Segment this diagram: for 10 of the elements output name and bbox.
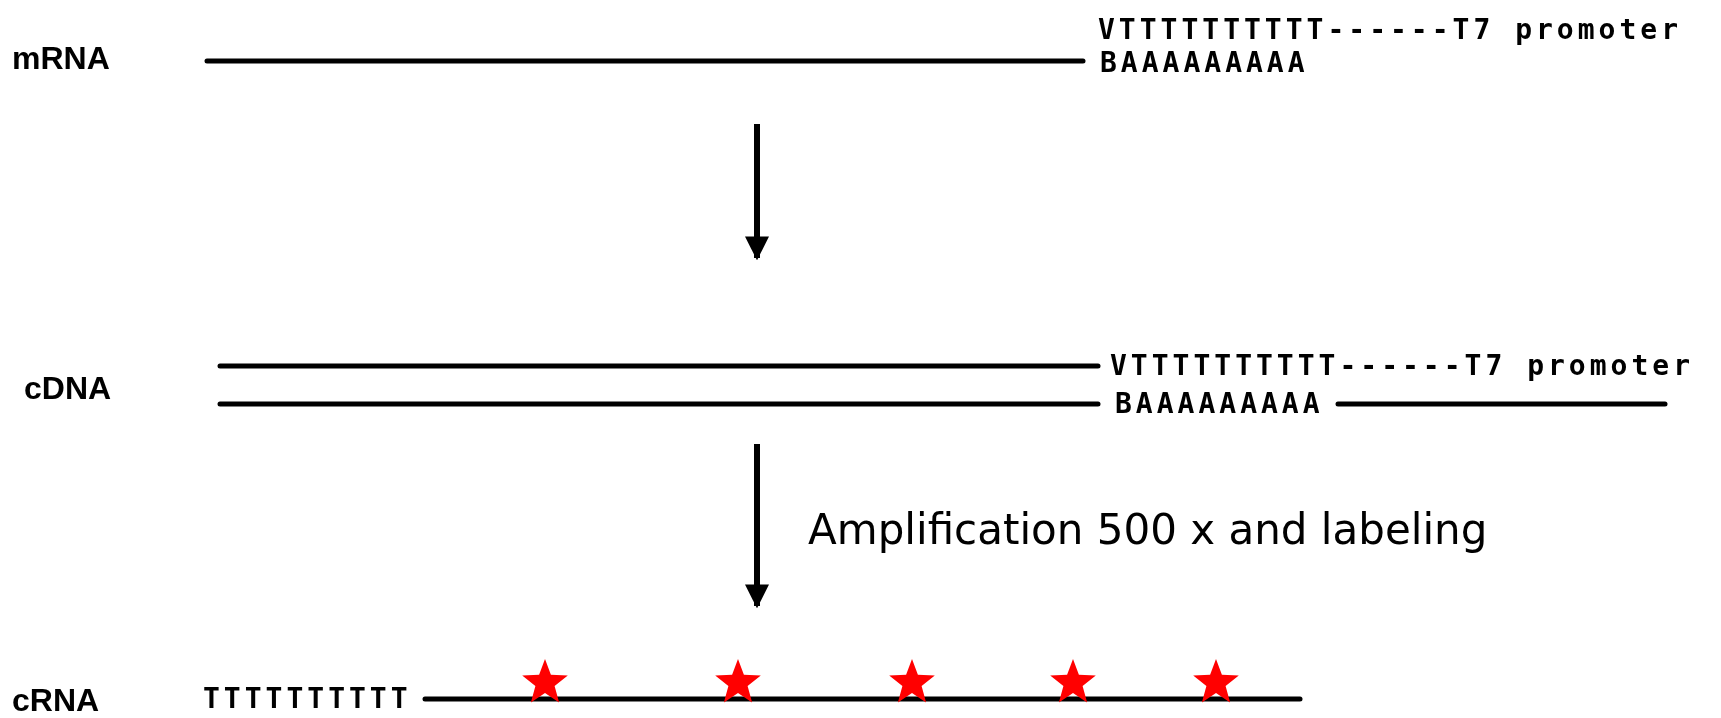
arrow [745,124,769,261]
sequence-text: TTTTTTTTTT [203,685,412,713]
sequence-text: BAAAAAAAAA [1115,390,1324,418]
stage-label: cRNA [12,684,100,716]
sequence-text: VTTTTTTTTTT------T7 promoter [1098,16,1682,44]
sequence-text: BAAAAAAAAA [1100,49,1309,77]
arrow [745,444,769,609]
stage-label: cDNA [24,372,112,404]
sequence-text: VTTTTTTTTTT------T7 promoter [1110,352,1694,380]
stage-label: mRNA [12,42,110,74]
